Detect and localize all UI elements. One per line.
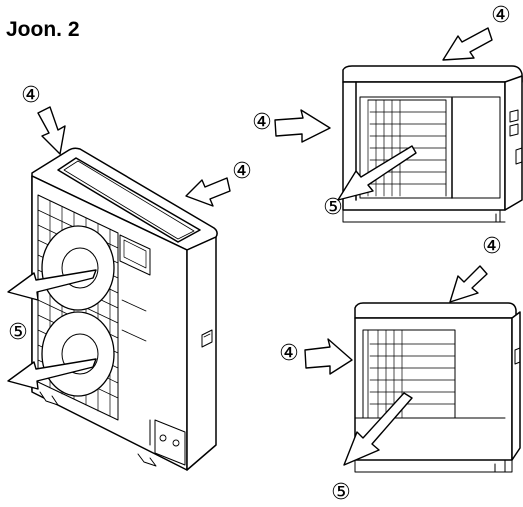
air-outlet-arrow (7, 358, 97, 390)
svg-text:④: ④ (482, 234, 502, 259)
svg-text:④: ④ (279, 341, 299, 366)
air-outlet-arrow (343, 392, 413, 466)
callout-label: ④ (482, 234, 502, 259)
svg-text:④: ④ (491, 3, 511, 28)
air-inlet-arrow (442, 27, 493, 61)
outdoor-unit-small-top (342, 65, 523, 223)
svg-text:④: ④ (252, 110, 272, 135)
callout-label: ④ (232, 159, 252, 184)
air-inlet-arrow (185, 177, 231, 207)
svg-text:④: ④ (21, 83, 41, 108)
callout-label: ④ (491, 3, 511, 28)
air-inlet-arrow (304, 338, 353, 375)
callout-label: ⑤ (323, 195, 343, 220)
svg-text:⑤: ⑤ (323, 195, 343, 220)
air-inlet-arrow (274, 109, 331, 143)
svg-text:④: ④ (232, 159, 252, 184)
air-outlet-arrow (337, 145, 417, 201)
air-outlet-arrow (7, 269, 97, 301)
svg-text:⑤: ⑤ (8, 320, 28, 345)
air-inlet-arrow (37, 106, 66, 155)
callout-label: ⑤ (331, 480, 351, 505)
svg-text:⑤: ⑤ (331, 480, 351, 505)
air-inlet-arrow (449, 265, 488, 303)
callout-label: ④ (21, 83, 41, 108)
outdoor-unit-large (31, 147, 218, 471)
callout-label: ④ (252, 110, 272, 135)
callout-label: ⑤ (8, 320, 28, 345)
figure-title: Joon. 2 (6, 18, 80, 41)
outdoor-unit-small-bottom (354, 302, 521, 473)
callout-label: ④ (279, 341, 299, 366)
